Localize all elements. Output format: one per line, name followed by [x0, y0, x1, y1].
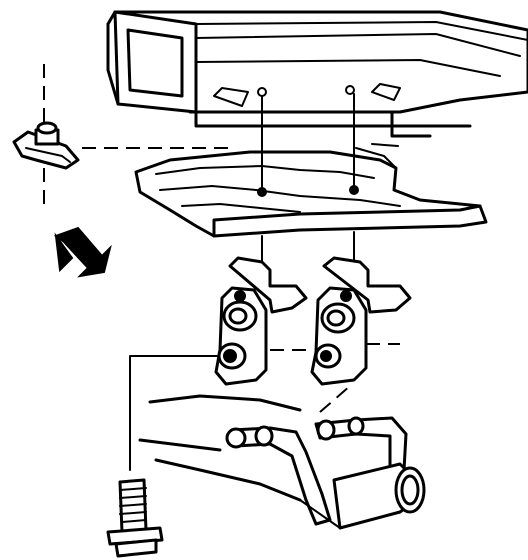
mount-insulator-left: [214, 256, 308, 386]
front-direction-arrow: [53, 226, 112, 278]
mount-insulator-right: [310, 256, 412, 386]
clip-nut: [12, 64, 230, 210]
frame-crossmember: [106, 10, 528, 138]
insulator-guide-lines: [270, 343, 400, 413]
exhaust-pipe-assembly: [138, 394, 426, 530]
crossmember-bracket: [134, 143, 488, 238]
mounting-bolt: [106, 478, 164, 558]
bolt-leader: [129, 355, 219, 471]
